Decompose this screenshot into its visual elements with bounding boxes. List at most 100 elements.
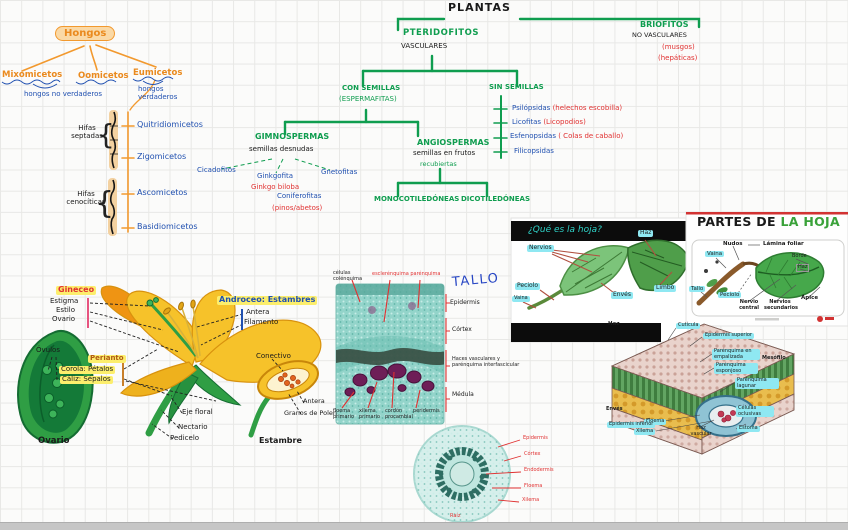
brace-glyph: {	[95, 186, 115, 221]
stem-bottom-label: floema primario	[333, 408, 355, 420]
stem-bottom-label: xilema primario	[359, 408, 381, 420]
leaf-flashcard	[510, 217, 690, 343]
item-example: (Licopodios)	[543, 118, 586, 126]
stem-bottom-label: peridermis	[413, 408, 440, 414]
peciolo-label: Peciolo	[515, 282, 541, 290]
angiospermas-sub2: recubiertas	[420, 160, 457, 168]
mesofilo-label: Mesófilo	[762, 355, 786, 361]
sin-semillas: SIN SEMILLAS	[489, 83, 544, 91]
plants-root: PLANTAS	[448, 1, 511, 14]
sin-semillas-item: Filicopsidas	[514, 147, 554, 156]
gimnospermas: GIMNOSPERMAS	[255, 132, 330, 141]
page-bottom-edge	[0, 522, 848, 530]
estoma-label: Estoma	[737, 425, 760, 432]
hypha-drawing-coenocytic	[108, 178, 117, 236]
enves-face-label: Envés	[606, 406, 623, 412]
root-label: Floema	[524, 483, 543, 489]
parts-card-title: PARTES DE LA HOJA	[697, 215, 840, 229]
haz-vascular-label: Haz vascular	[690, 425, 712, 437]
brace-glyph: {	[97, 118, 115, 151]
fungi-class: Zigomicetos	[137, 152, 187, 161]
fungi-root-node: Hongos	[55, 26, 116, 42]
briofitos-example: (hepáticas)	[658, 54, 698, 62]
haz-label: Haz	[796, 264, 810, 272]
estambre-caption: Estambre	[259, 436, 302, 445]
xilema-label: Xilema	[634, 428, 656, 435]
gim-child-example: Ginkgo biloba	[251, 183, 300, 191]
hypha-drawing-septate	[109, 110, 118, 170]
stem-micrograph	[335, 279, 450, 425]
hyphae-label: Hifas septadas	[71, 124, 103, 140]
fungi-class: Quitridiomicetos	[137, 120, 203, 129]
root-label: Epidermis	[523, 435, 548, 441]
filamento-label: Filamento	[244, 318, 279, 326]
pedicelo-label: Pedicelo	[170, 434, 200, 442]
title-green: LA HOJA	[780, 214, 840, 229]
pteridofitos: PTERIDOFITOS	[403, 28, 479, 38]
briofitos-sub: NO VASCULARES	[632, 31, 687, 39]
vaina-label: Vaina	[705, 251, 725, 258]
stem-top-right-label: esclerénquima parénquima	[372, 271, 441, 277]
conectivo-label: Conectivo	[256, 352, 291, 360]
parenquima-esponjoso-label: Parénquima esponjoso	[714, 362, 758, 375]
epidermis-superior-label: Epidermis superior	[703, 332, 754, 339]
peciolo-label: Pecíolo	[718, 292, 742, 299]
stem-right-label: Haces vasculares y parénquima interfasci…	[452, 356, 520, 368]
estigma-label: Estigma	[50, 297, 79, 305]
item-example: ( Colas de caballo)	[558, 132, 624, 140]
sin-semillas-item: Esfenopsidas ( Colas de caballo)	[510, 132, 624, 141]
ovulos-label: Óvulos	[36, 346, 60, 354]
pteridofitos-sub: VASCULARES	[401, 42, 448, 50]
haz-face-label: Haz	[608, 321, 620, 327]
stem-right-label: Epidermis	[450, 299, 480, 306]
fungi-child: Oomicetos	[78, 71, 129, 81]
stem-right-label: Córtex	[452, 326, 472, 333]
gimnospermas-sub: semillas desnudas	[249, 145, 314, 153]
hyphae-label: Hifas cenocíticas	[66, 190, 106, 206]
gim-child: Ginkgofita	[257, 172, 294, 180]
fungi-group-label: hongos no verdaderos	[24, 90, 103, 98]
item-name: Esfenopsidas	[510, 132, 556, 140]
nudos-label: Nudos	[723, 241, 743, 247]
fungi-group-underlines	[1, 76, 174, 89]
limbo-label: Limbo	[654, 284, 677, 292]
gim-child: Coniferofitas	[277, 192, 322, 200]
enves-label: Envés	[611, 291, 633, 299]
plant-tree-lines	[283, 17, 701, 198]
gimnosperma-dashes	[221, 158, 331, 174]
nervio-central-label: Nervio central	[739, 299, 759, 311]
nervios-label: Nervios	[527, 244, 554, 252]
antera-label: Antera	[246, 308, 270, 316]
lamina-foliar-label: Lámina foliar	[763, 241, 804, 247]
eje-floral-label: Eje floral	[182, 408, 213, 416]
caliz-label: Cáliz: Sépalos	[60, 375, 113, 384]
granos-polen-label: Granos de Polen	[284, 409, 338, 417]
tallo-label: Tallo	[689, 286, 706, 293]
celulas-oclusivas-label: Células oclusivas	[736, 405, 774, 418]
gineceo-label: Gineceo	[56, 285, 97, 295]
angiospermas: ANGIOSPERMAS	[417, 138, 490, 147]
fungi-group-label: hongos verdaderos	[138, 85, 178, 101]
antera2-label: Antera	[303, 397, 325, 405]
fungi-child: Eumicetos	[133, 68, 183, 78]
title-black: PARTES DE	[697, 214, 776, 229]
cuticula-label: Cutícula	[676, 322, 701, 329]
perianto-label: Perianto	[88, 354, 126, 363]
stem-right-label: Médula	[452, 391, 474, 398]
root-micrograph	[413, 425, 522, 523]
nervios-secundarios-label: Nervios secundarios	[764, 299, 798, 311]
corola-label: Corola: Pétalos	[59, 365, 116, 374]
ovario-label: Ovario	[52, 315, 76, 323]
fungi-child: Mixomicetos	[2, 70, 63, 80]
angiospermas-sub: semillas en frutos	[413, 149, 476, 157]
root-caption: Raíz	[450, 513, 461, 519]
fungi-branch-lines	[21, 44, 157, 233]
sin-semillas-item: Psilópsidas (helechos escobilla)	[512, 104, 623, 113]
item-example: (helechos escobilla)	[552, 104, 623, 112]
vaina-label: Vaina	[512, 295, 530, 302]
haz-label: Haz	[638, 229, 654, 237]
apice-label: Ápice	[801, 295, 819, 301]
parenquima-lagunar-label: Parénquima lagunar	[735, 377, 779, 390]
root-label: Xilema	[522, 497, 540, 503]
stem-top-left-label: células colénquima	[333, 270, 363, 282]
